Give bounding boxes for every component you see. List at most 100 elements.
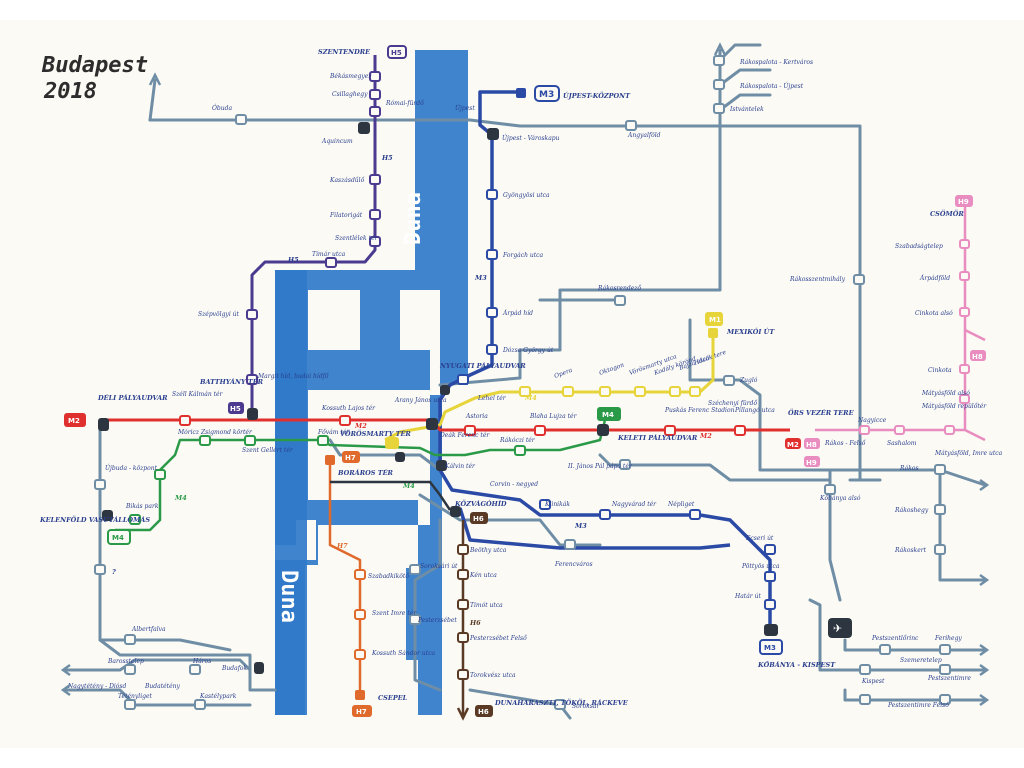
label-szentlelek: Szentlélek tér (335, 235, 379, 242)
label-rakosszentmihaly: Rákosszentmihály (789, 276, 846, 283)
label-pesterzsebet-felso: Pesterzsébet Felső (469, 635, 527, 642)
label-rakosrendezo: Rákosrendező (597, 285, 641, 292)
label-pesterzsebet: Pesterzsébet (417, 617, 457, 624)
label-szabadsagtelep: Szabadságtelep (895, 243, 943, 250)
label-angyalfold: Angyalföld (627, 132, 661, 139)
label-tetenyliget: Tétényliget (118, 693, 153, 700)
label-szemeretelep: Szemeretelep (900, 657, 942, 664)
badge-m4-kelenfold: M4 (107, 529, 131, 545)
badge-h5-batthyany: H5 (228, 402, 244, 414)
badge-h8-edge: H8 (970, 350, 986, 361)
label-nagyteteny: Nagytétény - Diósd (67, 683, 126, 690)
h7-terminus-north (325, 455, 335, 465)
svg-text:H9: H9 (806, 459, 817, 467)
label-csepel: CSEPEL (378, 694, 408, 702)
svg-text:M3: M3 (539, 90, 554, 100)
label-soroksar: Soroksár (572, 703, 600, 710)
label-cinkota-also: Cinkota alsó (915, 310, 953, 317)
label-rakospalota-ujpest: Rákospalota - Újpest (739, 82, 804, 90)
label-cinkota: Cinkota (928, 367, 952, 374)
svg-text:M3: M3 (764, 644, 776, 652)
badge-m2-ors: M2 (785, 438, 801, 449)
label-kobanya-also: Kőbánya alsó (819, 495, 861, 502)
label-szell: Széll Kálmán tér (172, 391, 224, 398)
label-soroksari: Soroksári út (420, 563, 458, 570)
station-markers (94, 55, 970, 710)
svg-text:H5: H5 (230, 405, 241, 413)
label-rakoskert: Rákoskert (894, 547, 927, 554)
svg-text:H6: H6 (473, 515, 484, 523)
label-matyasfold-imre: Mátyásföld, Imre utca (934, 450, 1003, 457)
label-rakos-felso: Rákos - Felső (824, 440, 866, 447)
label-budafok: Budafok (221, 665, 248, 672)
svg-text:M2: M2 (354, 422, 367, 430)
badge-h8: H8 (804, 438, 820, 449)
label-arpadfold: Árpádföld (919, 275, 950, 282)
label-szepvolgyi: Szépvölgyi út (198, 311, 240, 318)
label-matyasfold-also: Mátyásföld alsó (921, 390, 970, 397)
label-pillango: Pillangó utca (734, 407, 775, 414)
label-kelenfold: KELENFÖLD VASÚTÁLLOMÁS (39, 515, 150, 524)
label-hosok: Hősök tere (692, 349, 727, 368)
label-vorosmarty-ter: VÖRÖSMARTY TÉR (340, 429, 411, 438)
label-albertfalva: Albertfalva (131, 626, 166, 633)
label-haros: Háros (192, 658, 211, 665)
label-forgach: Forgách utca (502, 252, 544, 259)
label-pestszentimre: Pestszentimre (927, 675, 971, 682)
label-rakospalota-kertvaros: Rákospalota - Kertváros (739, 59, 813, 66)
label-csillaghegy: Csillaghegy (332, 91, 368, 98)
label-ferihegy: Ferihegy (934, 635, 962, 642)
label-kossuth-sandor: Kossuth Sándor utca (371, 650, 436, 657)
svg-text:M4: M4 (174, 494, 187, 502)
label-moricz: Móricz Zsigmond körtér (177, 429, 253, 436)
label-deli: DÉLI PÁLYAUDVAR (97, 393, 168, 402)
label-boraros: BORÁROS TÉR (337, 468, 394, 477)
label-ujpest-kozpont: ÚJPEST-KÖZPONT (563, 91, 631, 100)
label-astoria: Astoria (465, 413, 488, 420)
svg-text:H7: H7 (336, 542, 348, 550)
label-ujbuda: Újbuda - központ (105, 464, 158, 472)
svg-text:M2: M2 (787, 441, 799, 449)
label-bikas: Bikás park (125, 503, 159, 510)
label-ken: Kén utca (469, 572, 497, 579)
badge-m4-keleti: M4 (597, 407, 621, 421)
label-romaifurdo: Római-fürdő (385, 100, 424, 107)
label-torokvesz: Torokvész utca (470, 672, 516, 679)
label-szentendre: SZENTENDRE (318, 48, 371, 56)
badge-h7-north: H7 (342, 451, 360, 463)
label-rackeve: DUNAHARASZTI, TÖKÖL, RÁCKEVE (494, 698, 629, 707)
label-ors: ÖRS VEZÉR TERE (788, 408, 855, 417)
label-mexikoi: MEXIKÓI ÚT (726, 327, 775, 336)
label-matyasfold-repter: Mátyásföld repülőtér (921, 403, 987, 410)
badge-m3-kobanya: M3 (759, 639, 783, 655)
svg-text:M4: M4 (112, 534, 124, 542)
badge-m1-transfer (385, 437, 399, 449)
svg-text:M3: M3 (574, 522, 587, 530)
label-kozvagohid: KÖZVÁGÓHÍD (454, 499, 507, 508)
svg-text:M4: M4 (402, 482, 415, 490)
label-szent-imre: Szent Imre tér (372, 610, 417, 617)
label-nyugati: NYUGATI PÁLYAUDVAR (439, 361, 526, 370)
badge-h6-north: H6 (470, 512, 488, 524)
svg-text:M2: M2 (699, 432, 712, 440)
svg-text:H9: H9 (958, 198, 969, 206)
h7-line (328, 465, 362, 700)
label-ecseri: Ecseri út (745, 535, 774, 542)
badge-h9-ors: H9 (804, 456, 820, 467)
map-year: 2018 (43, 79, 97, 104)
label-bekasmegyer: Békásmegyer (329, 73, 372, 80)
label-kobanya: KŐBÁNYA - KISPEST (757, 660, 836, 669)
svg-text:H5: H5 (391, 49, 402, 57)
label-lehel: Lehel tér (477, 395, 507, 402)
airport-icon: ✈ (828, 618, 852, 638)
label-batthyany: BATTHYÁNY TÉR (199, 377, 264, 386)
line-labels: H5 H5 M3 M4 M4 M4 M2 M2 M3 H6 H7 (174, 154, 712, 627)
badge-m3-ujpest: M3 (534, 85, 560, 102)
label-obuda: Óbuda (212, 104, 232, 112)
badge-m1: M1 (705, 312, 723, 326)
svg-text:H6: H6 (478, 708, 489, 716)
svg-text:H8: H8 (806, 441, 817, 449)
label-budateteny: Budatétény (144, 683, 180, 690)
label-hatar: Határ út (734, 593, 761, 600)
label-sashalom: Sashalom (887, 440, 917, 447)
